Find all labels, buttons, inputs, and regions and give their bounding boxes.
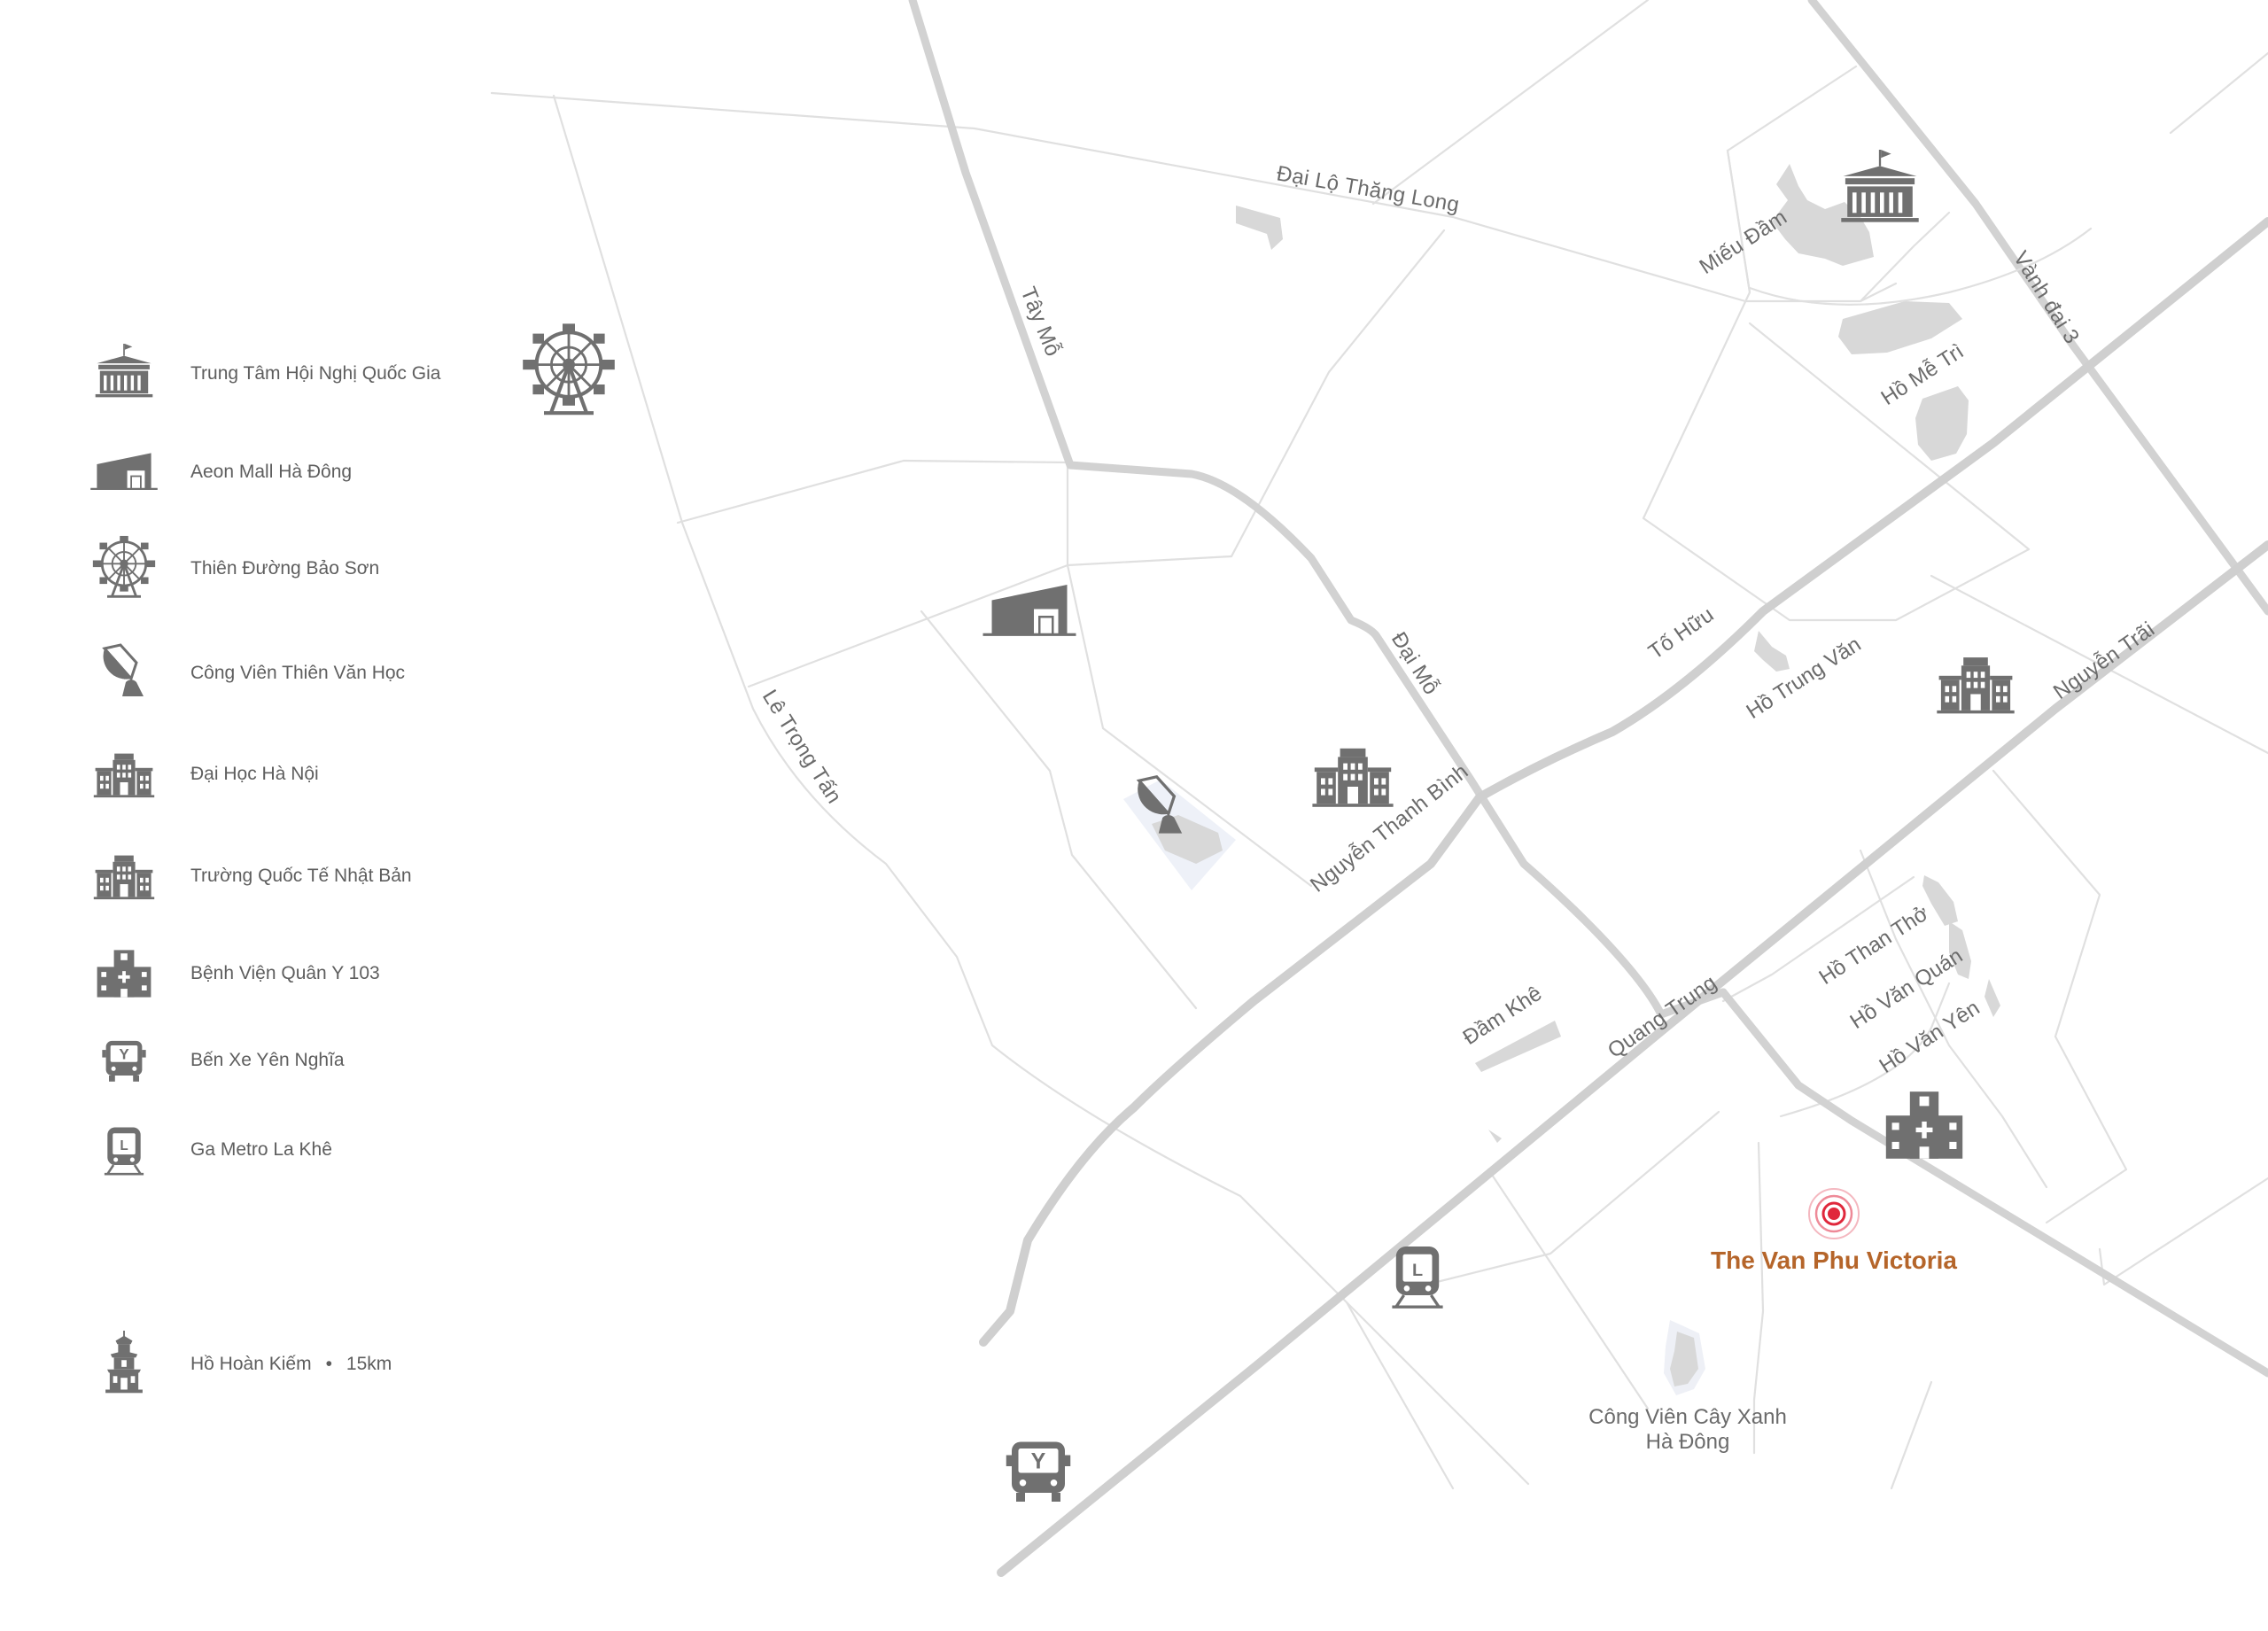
road-label-dai-lo-thang-long: Đại Lộ Thăng Long <box>1275 161 1461 217</box>
bus-icon[interactable] <box>1006 1441 1071 1503</box>
legend-item-ben-xe-yen-nghia[interactable]: Bến Xe Yên Nghĩa <box>84 1029 345 1091</box>
observatory-icon <box>102 643 145 698</box>
legend-label: Aeon Mall Hà Đông <box>190 462 353 482</box>
legend-item-cong-vien-thien-van-hoc[interactable]: Công Viên Thiên Văn Học <box>84 642 405 704</box>
project-marker[interactable] <box>1808 1188 1860 1239</box>
road-label-to-huu: Tố Hữu <box>1644 602 1719 664</box>
legend-item-benh-vien-quan-y-103[interactable]: Bệnh Viện Quân Y 103 <box>84 943 380 1005</box>
road-label-quang-trung: Quang Trung <box>1604 971 1721 1063</box>
legend-panel: Trung Tâm Hội Nghị Quốc Gia Aeon Mall Hà… <box>0 0 532 1631</box>
legend-item-truong-quoc-te-nhat-ban[interactable]: Trường Quốc Tế Nhật Bản <box>84 845 412 907</box>
legend-item-thien-duong-bao-son[interactable]: Thiên Đường Bảo Sơn <box>84 534 380 600</box>
legend-label: Thiên Đường Bảo Sơn <box>190 558 380 579</box>
legend-label: Trường Quốc Tế Nhật Bản <box>190 866 412 886</box>
legend-separator: • <box>325 1354 332 1374</box>
legend-label: Đại Học Hà Nội <box>190 764 319 784</box>
university-icon <box>93 753 155 798</box>
legend-item-ga-metro-la-khe[interactable]: Ga Metro La Khê <box>84 1119 332 1181</box>
road-labels: Đại Lộ Thăng Long Tây Mỗ Miếu Đầm Vành đ… <box>757 161 2159 1063</box>
legend-item-dai-hoc-ha-noi[interactable]: Đại Học Hà Nội <box>84 743 319 805</box>
map-poi-icons <box>523 148 2016 1503</box>
metro-icon[interactable] <box>1390 1245 1445 1309</box>
conference-center-icon[interactable] <box>1840 148 1920 223</box>
legend-item-aeon-mall[interactable]: Aeon Mall Hà Đông <box>84 441 352 503</box>
legend-label: Hồ Hoàn Kiếm • 15km <box>190 1354 392 1375</box>
legend-label: Ga Metro La Khê <box>190 1139 332 1160</box>
label-cong-vien-line1: Công Viên Cây Xanh <box>1588 1405 1787 1429</box>
legend-label: Công Viên Thiên Văn Học <box>190 663 406 683</box>
minor-roads <box>490 0 2268 1490</box>
legend-extra-label: Hồ Hoàn Kiếm <box>190 1354 312 1374</box>
school-icon[interactable] <box>1936 656 2016 714</box>
ferris-wheel-icon <box>91 534 157 598</box>
road-label-nguyen-trai: Nguyễn Trãi <box>2049 617 2159 704</box>
legend-label: Trung Tâm Hội Nghị Quốc Gia <box>190 363 441 384</box>
road-label-le-trong-tan: Lê Trọng Tấn <box>757 686 846 808</box>
major-roads <box>908 0 2268 1577</box>
hospital-icon <box>97 949 151 998</box>
project-name: The Van Phu Victoria <box>1711 1247 1957 1274</box>
road-label-vanh-dai-3: Vành đai 3 <box>2008 247 2084 348</box>
metro-icon <box>103 1126 145 1176</box>
hospital-icon[interactable] <box>1885 1091 1963 1160</box>
pagoda-icon <box>105 1330 144 1394</box>
road-label-mieu-dam: Miếu Đầm <box>1696 206 1791 280</box>
legend-distance: 15km <box>346 1354 392 1374</box>
legend-item-conference-center[interactable]: Trung Tâm Hội Nghị Quốc Gia <box>84 343 440 405</box>
legend-item-ho-hoan-kiem[interactable]: Hồ Hoàn Kiếm • 15km <box>84 1330 392 1395</box>
label-cong-vien-line2: Hà Đông <box>1646 1430 1730 1454</box>
school-icon <box>93 855 155 900</box>
bus-icon <box>101 1040 147 1083</box>
legend-label: Bến Xe Yên Nghĩa <box>190 1050 345 1070</box>
university-icon[interactable] <box>1311 748 1394 808</box>
legend-label: Bệnh Viện Quân Y 103 <box>190 963 380 983</box>
conference-center-icon <box>94 343 154 399</box>
mall-icon <box>89 452 159 491</box>
ferris-wheel-icon[interactable] <box>523 323 615 413</box>
